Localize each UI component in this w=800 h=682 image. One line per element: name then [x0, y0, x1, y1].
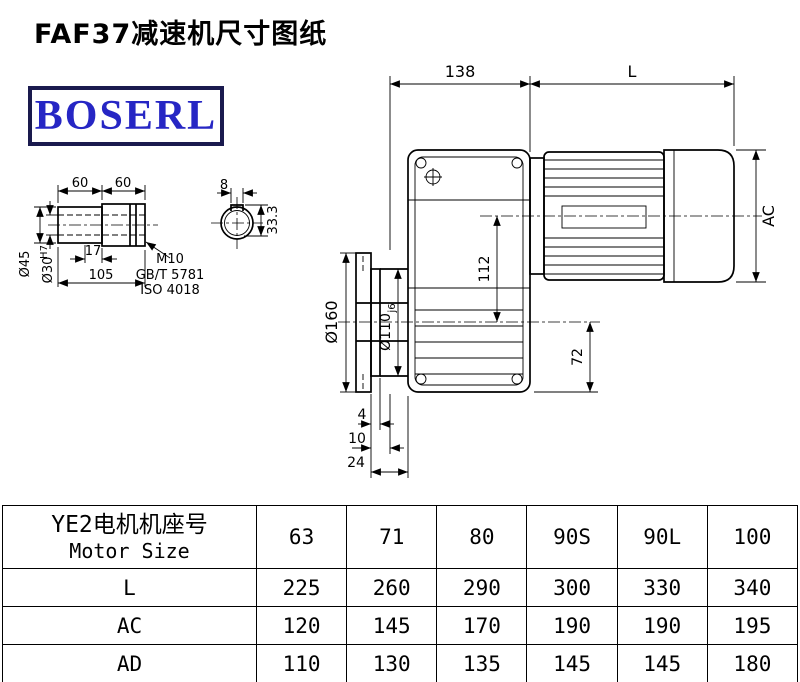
motor-nameplate — [561, 205, 647, 229]
dim-AC-label: AC — [759, 205, 778, 227]
table-header-motor-size: YE2电机机座号 Motor Size — [2, 505, 257, 569]
cell-L-90S: 300 — [526, 568, 618, 607]
dim-138-label: 138 — [445, 62, 476, 81]
dim-110: Ø110 j6 — [378, 269, 402, 376]
cell-AD-80: 135 — [436, 644, 528, 682]
row-label-AD: AD — [2, 644, 257, 682]
standard-iso-label: ISO 4018 — [140, 283, 200, 298]
motor-size-header-cn: YE2电机机座号 — [51, 511, 208, 538]
size-col-100: 100 — [706, 505, 799, 569]
cell-L-63: 225 — [255, 568, 348, 607]
dim-112: 112 — [477, 216, 501, 322]
cell-L-90L: 330 — [616, 568, 708, 607]
dim-17-label: 17 — [85, 244, 102, 259]
cell-AD-63: 110 — [255, 644, 348, 682]
dim-105-label: 105 — [89, 268, 114, 283]
dim-60a-label: 60 — [72, 176, 89, 191]
cell-AC-90L: 190 — [616, 606, 708, 645]
dim-10-label: 10 — [348, 431, 366, 447]
dim-160: Ø160 — [322, 252, 356, 393]
dim-L: L — [530, 62, 735, 146]
dim-138: 138 — [389, 62, 531, 250]
dim-110-tolerance: j6 — [387, 303, 398, 313]
thread-callout: M10 — [156, 252, 184, 267]
dim-AC: AC — [736, 149, 778, 283]
keyway-detail: 8 33.3 — [211, 178, 281, 249]
dim-60b-label: 60 — [115, 176, 132, 191]
dim-160-label: Ø160 — [322, 300, 341, 343]
dim-72-label: 72 — [570, 348, 586, 366]
cell-AC-90S: 190 — [526, 606, 618, 645]
size-col-90S: 90S — [526, 505, 618, 569]
table-row-AD: AD 110 130 135 145 145 180 — [2, 644, 799, 682]
dim-110-label: Ø110 — [378, 313, 394, 351]
dim-30-label: Ø30 — [41, 257, 56, 284]
dim-4-10-24: 4 10 24 — [347, 378, 409, 478]
shaft-detail: 60 60 17 105 Ø45 Ø30 H7 M10 GB/T 5781 — [18, 176, 204, 298]
size-col-71: 71 — [346, 505, 438, 569]
row-label-AC: AC — [2, 606, 257, 645]
size-col-80: 80 — [436, 505, 528, 569]
technical-drawing: 138 L AC 112 72 Ø160 — [18, 62, 778, 478]
cell-L-71: 260 — [346, 568, 438, 607]
dim-45-label: Ø45 — [18, 251, 33, 278]
motor-size-header-en: Motor Size — [69, 539, 190, 564]
table-header-row: YE2电机机座号 Motor Size 63 71 80 90S 90L 100 — [2, 505, 799, 569]
centerlines — [48, 215, 762, 323]
cell-AC-80: 170 — [436, 606, 528, 645]
cell-L-100: 340 — [706, 568, 799, 607]
dim-72: 72 — [534, 322, 598, 393]
motor-size-table: YE2电机机座号 Motor Size 63 71 80 90S 90L 100… — [2, 505, 799, 682]
table-row-AC: AC 120 145 170 190 190 195 — [2, 606, 799, 645]
row-label-L: L — [2, 568, 257, 607]
dim-L-label: L — [628, 62, 637, 81]
brand-logo: BOSERL — [28, 86, 224, 146]
cell-AD-100: 180 — [706, 644, 799, 682]
dim-30-tolerance: H7 — [39, 245, 50, 259]
dim-4-label: 4 — [358, 407, 367, 423]
cell-AC-100: 195 — [706, 606, 799, 645]
page-title: FAF37减速机尺寸图纸 — [34, 19, 328, 50]
dim-112-label: 112 — [477, 256, 493, 283]
cell-AC-71: 145 — [346, 606, 438, 645]
cell-L-80: 290 — [436, 568, 528, 607]
size-col-90L: 90L — [616, 505, 708, 569]
cell-AC-63: 120 — [255, 606, 348, 645]
eyebolt-mark-icon — [424, 168, 442, 186]
dim-333-label: 33.3 — [266, 206, 281, 235]
size-col-63: 63 — [255, 505, 348, 569]
cell-AD-71: 130 — [346, 644, 438, 682]
standard-gb-label: GB/T 5781 — [136, 268, 205, 283]
cell-AD-90L: 145 — [616, 644, 708, 682]
table-row-L: L 225 260 290 300 330 340 — [2, 568, 799, 607]
dim-24-label: 24 — [347, 455, 365, 471]
dim-8-label: 8 — [220, 178, 228, 193]
cell-AD-90S: 145 — [526, 644, 618, 682]
gear-housing — [407, 149, 531, 393]
